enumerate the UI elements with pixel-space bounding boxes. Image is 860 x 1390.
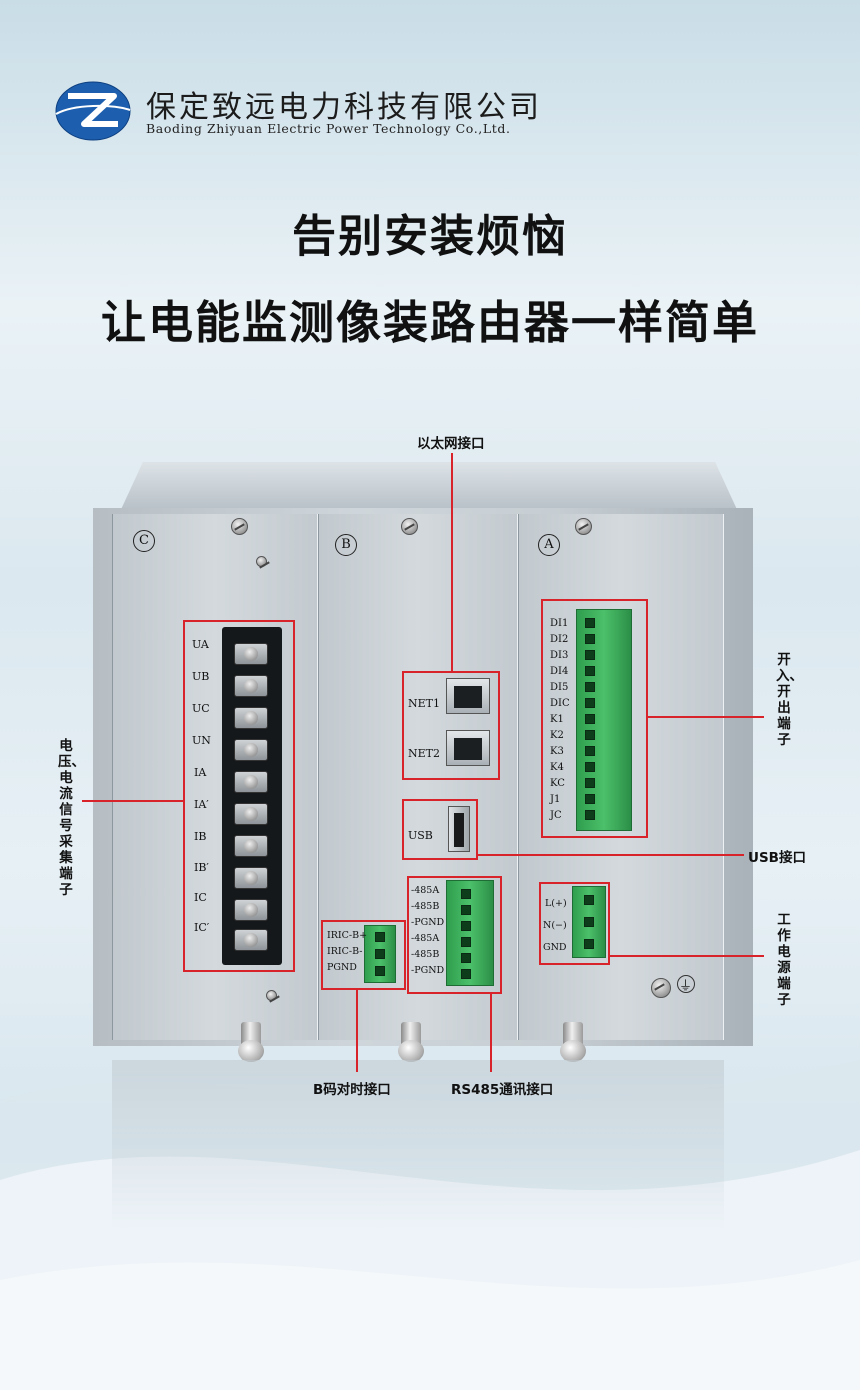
- company-name-en: Baoding Zhiyuan Electric Power Technolog…: [146, 121, 511, 136]
- io-pin-label: DI3: [550, 650, 569, 661]
- power-connector[interactable]: [572, 886, 606, 958]
- terminal-label: IC′: [194, 921, 210, 934]
- terminal-label: IA′: [194, 798, 209, 811]
- power-callout: 工作电源端子: [777, 912, 791, 1008]
- panel-screw: [575, 518, 592, 535]
- ethernet-port-net1[interactable]: [446, 678, 490, 714]
- io-pin-label: KC: [550, 778, 565, 789]
- terminal-label: IB: [194, 830, 207, 843]
- rs485-callout-line: [490, 994, 492, 1072]
- terminal-label: UA: [192, 638, 209, 651]
- bcode-pin-label: IRIC-B+: [327, 930, 368, 941]
- io-pin-label: DI5: [550, 682, 569, 693]
- voltage-current-callout: 电压、电流信号采集端子: [58, 738, 85, 898]
- power-highlight: [539, 882, 610, 965]
- io-pin-label: DI2: [550, 634, 569, 645]
- terminal-label: UB: [192, 670, 210, 683]
- io-pin-label: JC: [550, 810, 562, 821]
- rs485-highlight: [407, 876, 502, 994]
- io-callout: 开入、开出端子: [776, 652, 803, 748]
- mounting-screw: [238, 1022, 264, 1062]
- device-top-cover: [118, 462, 740, 516]
- rs485-pin-label: -PGND: [411, 965, 445, 976]
- voltage-current-terminal-block: [222, 627, 282, 965]
- slot-a-label: A: [538, 534, 560, 556]
- rs485-pin-label: -485B: [411, 949, 440, 960]
- panel-screw: [401, 518, 418, 535]
- io-pin-label: K3: [550, 746, 564, 757]
- company-name-cn: 保定致远电力科技有限公司: [146, 90, 542, 125]
- terminal-label: UN: [192, 734, 211, 747]
- io-pin-label: DIC: [550, 698, 570, 709]
- slot-b-label: B: [335, 534, 357, 556]
- ethernet-callout: 以太网接口: [417, 436, 485, 452]
- usb-callout-line: [478, 854, 744, 856]
- rs485-pin-label: -PGND: [411, 917, 445, 928]
- mounting-screw: [398, 1022, 424, 1062]
- slot-c-panel: [112, 514, 318, 1040]
- panel-screw: [231, 518, 248, 535]
- panel-screw: [256, 556, 267, 567]
- headline-line2: 让电能监测像装路由器一样简单: [100, 296, 759, 349]
- bcode-connector[interactable]: [364, 925, 396, 983]
- io-pin-label: DI1: [550, 618, 569, 629]
- power-callout-line: [610, 955, 764, 957]
- io-pin-label: J1: [550, 794, 561, 805]
- terminal-label: UC: [192, 702, 210, 715]
- io-pin-label: K2: [550, 730, 564, 741]
- headline-line1: 告别安装烦恼: [292, 211, 568, 262]
- rs485-callout: RS485通讯接口: [451, 1082, 554, 1098]
- panel-screw: [266, 990, 277, 1001]
- usb-callout: USB接口: [748, 850, 806, 866]
- usb-label: USB: [408, 829, 433, 842]
- rs485-pin-label: -485A: [411, 933, 440, 944]
- io-pin-label: DI4: [550, 666, 569, 677]
- io-pin-label: K4: [550, 762, 564, 773]
- usb-highlight: [402, 799, 478, 860]
- company-logo: [55, 81, 131, 141]
- rs485-pin-label: -485B: [411, 901, 440, 912]
- usb-port[interactable]: [448, 806, 470, 852]
- ethernet-callout-line: [451, 453, 453, 671]
- net1-label: NET1: [408, 697, 440, 710]
- io-connector[interactable]: [576, 609, 632, 831]
- bcode-pin-label: IRIC-B-: [327, 946, 363, 957]
- device-reflection: [112, 1060, 724, 1230]
- terminal-label: IB′: [194, 861, 209, 874]
- power-pin-label: L(+): [545, 898, 567, 909]
- rs485-pin-label: -485A: [411, 885, 440, 896]
- ground-icon: [677, 975, 695, 994]
- voltage-current-highlight: [183, 620, 295, 972]
- power-pin-label: N(−): [543, 920, 567, 931]
- ground-screw: [651, 978, 671, 998]
- ethernet-port-net2[interactable]: [446, 730, 490, 766]
- io-highlight: [541, 599, 648, 838]
- rs485-connector[interactable]: [446, 880, 494, 986]
- power-pin-label: GND: [543, 942, 567, 953]
- terminal-label: IC: [194, 891, 207, 904]
- io-callout-line: [648, 716, 764, 718]
- bcode-callout-line: [356, 990, 358, 1072]
- bcode-pin-label: PGND: [327, 962, 357, 973]
- io-pin-label: K1: [550, 714, 564, 725]
- net2-label: NET2: [408, 747, 440, 760]
- bcode-highlight: [321, 920, 406, 990]
- ethernet-highlight: [402, 671, 500, 780]
- slot-c-label: C: [133, 530, 155, 552]
- mounting-screw: [560, 1022, 586, 1062]
- terminal-label: IA: [194, 766, 207, 779]
- voltage-callout-line: [82, 800, 183, 802]
- bcode-callout: B码对时接口: [313, 1082, 391, 1098]
